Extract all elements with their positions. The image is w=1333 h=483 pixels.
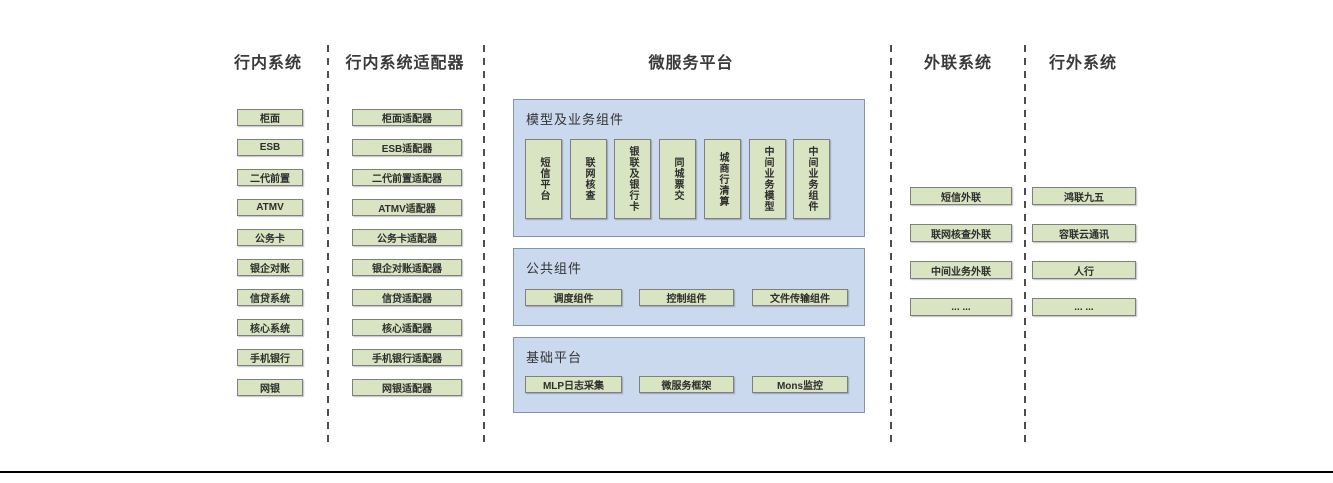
node-platform-component: 银联及银行卡 bbox=[614, 139, 651, 219]
column-divider-2 bbox=[483, 45, 485, 443]
node-platform-component: MLP日志采集 bbox=[525, 376, 622, 393]
node-platform-component: 控制组件 bbox=[639, 289, 734, 306]
node-adapter: 核心适配器 bbox=[352, 319, 462, 336]
node-platform-component: 微服务框架 bbox=[639, 376, 734, 393]
node-platform-component: 同城票交 bbox=[659, 139, 696, 219]
node-platform-component: 城商行清算 bbox=[704, 139, 741, 219]
node-adapter: 网银适配器 bbox=[352, 379, 462, 396]
node-platform-component: 短信平台 bbox=[525, 139, 562, 219]
node-adapter: ATMV适配器 bbox=[352, 199, 462, 216]
group-common-components: 公共组件 调度组件 控制组件 文件传输组件 bbox=[513, 248, 865, 326]
column-header-microservice-platform: 微服务平台 bbox=[648, 55, 734, 72]
column-header-internal-systems: 行内系统 bbox=[233, 55, 302, 72]
node-adapter: 二代前置适配器 bbox=[352, 169, 462, 186]
node-platform-component: 文件传输组件 bbox=[752, 289, 848, 306]
node-internal-system: 银企对账 bbox=[237, 259, 303, 276]
group-title: 基础平台 bbox=[526, 350, 583, 365]
node-outlink-system: 短信外联 bbox=[910, 187, 1012, 205]
node-internal-system: 网银 bbox=[237, 379, 303, 396]
node-platform-component: 联网核查 bbox=[570, 139, 607, 219]
node-internal-system: 手机银行 bbox=[237, 349, 303, 366]
node-internal-system: 核心系统 bbox=[237, 319, 303, 336]
column-divider-3 bbox=[890, 45, 892, 443]
column-divider-4 bbox=[1024, 45, 1026, 443]
node-adapter: 手机银行适配器 bbox=[352, 349, 462, 366]
node-platform-component: 调度组件 bbox=[525, 289, 622, 306]
node-internal-system: ESB bbox=[237, 139, 303, 156]
node-outlink-system: 中间业务外联 bbox=[910, 261, 1012, 279]
group-title: 模型及业务组件 bbox=[526, 112, 625, 127]
node-internal-system: 二代前置 bbox=[237, 169, 303, 186]
node-internal-system: ATMV bbox=[237, 199, 303, 216]
node-outside-system: 人行 bbox=[1032, 261, 1136, 279]
node-internal-system: 信贷系统 bbox=[237, 289, 303, 306]
column-header-outlink-systems: 外联系统 bbox=[923, 55, 992, 72]
node-platform-component: 中间业务模型 bbox=[749, 139, 786, 219]
node-outside-system: 鸿联九五 bbox=[1032, 187, 1136, 205]
node-outside-system: 容联云通讯 bbox=[1032, 224, 1136, 242]
node-internal-system: 公务卡 bbox=[237, 229, 303, 246]
node-internal-system: 柜面 bbox=[237, 109, 303, 126]
node-adapter: 公务卡适配器 bbox=[352, 229, 462, 246]
column-header-internal-adapters: 行内系统适配器 bbox=[345, 55, 465, 72]
node-outlink-system: ... ... bbox=[910, 298, 1012, 316]
node-adapter: 柜面适配器 bbox=[352, 109, 462, 126]
group-base-platform: 基础平台 MLP日志采集 微服务框架 Mons监控 bbox=[513, 337, 865, 413]
bottom-rule bbox=[0, 471, 1333, 473]
node-outlink-system: 联网核查外联 bbox=[910, 224, 1012, 242]
node-platform-component: 中间业务组件 bbox=[793, 139, 830, 219]
column-divider-1 bbox=[327, 45, 329, 443]
node-outside-system: ... ... bbox=[1032, 298, 1136, 316]
group-title: 公共组件 bbox=[526, 261, 583, 276]
node-adapter: 信贷适配器 bbox=[352, 289, 462, 306]
node-adapter: ESB适配器 bbox=[352, 139, 462, 156]
column-header-outside-systems: 行外系统 bbox=[1048, 55, 1117, 72]
node-adapter: 银企对账适配器 bbox=[352, 259, 462, 276]
node-platform-component: Mons监控 bbox=[752, 376, 848, 393]
group-model-business-components: 模型及业务组件 短信平台 联网核查 银联及银行卡 同城票交 城商行清算 中间业务… bbox=[513, 99, 865, 237]
